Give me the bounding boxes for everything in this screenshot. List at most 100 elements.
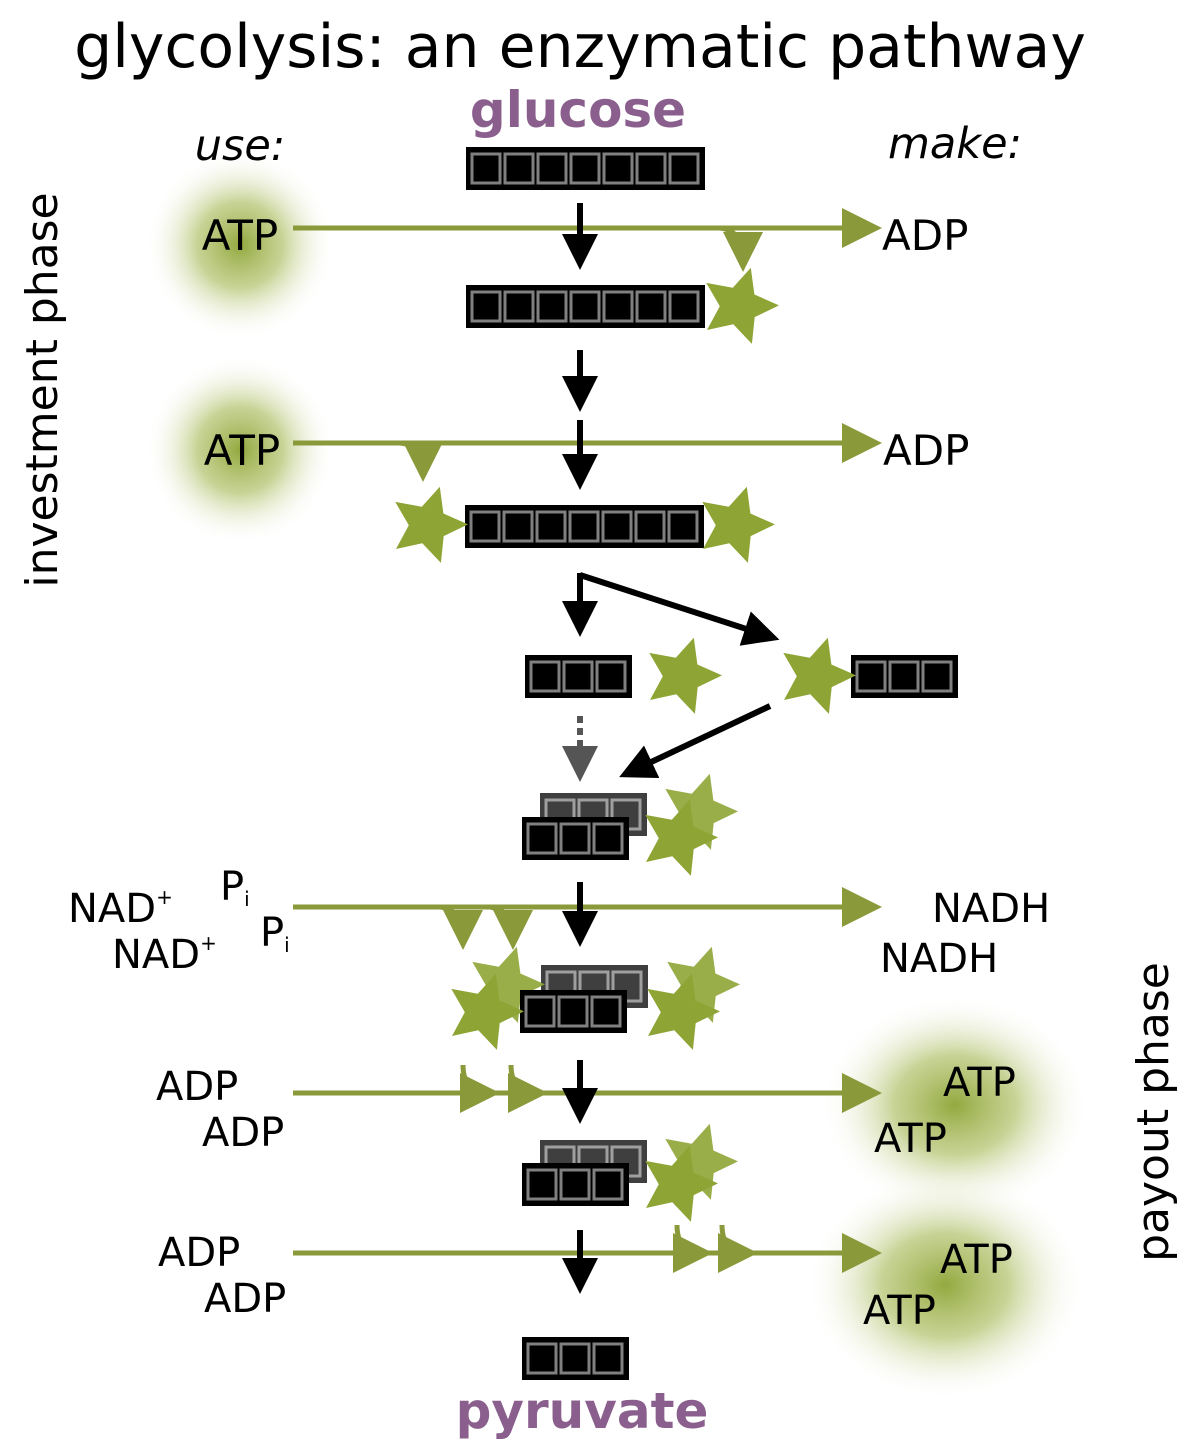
r4-use-adp-a: ADP (156, 1064, 238, 1110)
r3-use-pi-b: Pi (260, 910, 290, 957)
glucose-molecule (466, 147, 705, 190)
phosphate-branch-5a (672, 1224, 713, 1273)
atp-glow-3 (820, 995, 1090, 1215)
page-title: glycolysis: an enzymatic pathway (74, 12, 1086, 82)
carbon-square (526, 1168, 558, 1201)
carbon-square (592, 1168, 624, 1201)
r5-make-atp-b: ATP (863, 1288, 936, 1334)
carbon-square (667, 510, 699, 543)
r3-use-nad-b: NAD+ (112, 931, 217, 978)
phosphate-star-g6p (706, 267, 779, 344)
phosphate-branch-5b (717, 1224, 758, 1273)
phosphate-star-g3p-front (645, 799, 718, 876)
carbon-square (568, 510, 600, 543)
glucose-6-phosphate-molecule (466, 285, 705, 328)
carbon-square (601, 510, 633, 543)
step-arrow-4-right (579, 572, 780, 646)
carbon-square (524, 995, 556, 1028)
r4-use-adp-b: ADP (202, 1110, 284, 1156)
carbon-square (469, 510, 501, 543)
carbon-square (569, 290, 601, 323)
glucose-label: glucose (470, 81, 686, 139)
carbon-square (921, 660, 953, 693)
g3p-molecule (851, 655, 958, 698)
phosphate-star-pep-front (645, 1145, 718, 1222)
carbon-square (855, 660, 887, 693)
phosphate-star-fbp-left (395, 486, 468, 563)
payout-phase-label: payout phase (1128, 962, 1179, 1262)
carbon-square (595, 660, 627, 693)
carbon-square (529, 660, 561, 693)
carbon-square (602, 290, 634, 323)
carbon-square (635, 152, 667, 185)
phosphate-star-fbp-right (702, 486, 775, 563)
phosphate-branch-1 (719, 225, 763, 272)
carbon-square (470, 152, 502, 185)
energy-glows (145, 150, 1090, 1400)
carbon-square (526, 822, 558, 855)
phosphoenolpyruvate-front (522, 1163, 629, 1206)
atp-glow-2 (145, 355, 335, 545)
carbon-square (888, 660, 920, 693)
carbon-square (526, 1342, 558, 1375)
bisphosphoglycerate-front (520, 990, 627, 1033)
investment-phase-label: investment phase (17, 192, 68, 587)
carbon-square (559, 1168, 591, 1201)
carbon-square (592, 1342, 624, 1375)
carbon-square (535, 510, 567, 543)
molecule-layer (395, 147, 958, 1380)
r1-use-atp: ATP (202, 211, 278, 260)
phosphate-star-dhap (649, 637, 722, 714)
r3-make-nadh-a: NADH (932, 886, 1050, 932)
carbon-square (557, 995, 589, 1028)
carbon-square (668, 152, 700, 185)
carbon-square (562, 660, 594, 693)
r1-make-adp: ADP (882, 211, 968, 260)
carbon-square (503, 152, 535, 185)
carbon-square (590, 995, 622, 1028)
phosphate-branch-3b (489, 904, 533, 950)
make-header: make: (888, 119, 1022, 169)
phosphate-branch-3a (439, 904, 483, 950)
carbon-square (502, 510, 534, 543)
r4-make-atp-a: ATP (943, 1060, 1016, 1106)
fructose-bisphosphate-molecule (465, 505, 704, 548)
use-header: use: (195, 121, 286, 171)
carbon-square (635, 290, 667, 323)
r3-use-pi-a: Pi (220, 864, 250, 911)
atp-glow-4 (805, 1170, 1085, 1400)
r4-make-atp-b: ATP (874, 1116, 947, 1162)
atp-glow-1 (145, 150, 335, 340)
g3p-pair-front (522, 817, 629, 860)
r3-make-nadh-b: NADH (880, 936, 998, 982)
carbon-square (592, 822, 624, 855)
reaction-labels: ATP ADP ATP ADP NAD+ NAD+ Pi Pi NADH NAD… (68, 211, 1050, 1334)
phosphate-star-g3p (783, 637, 856, 714)
r5-use-adp-b: ADP (204, 1276, 286, 1322)
carbon-square (536, 290, 568, 323)
carbon-square (559, 822, 591, 855)
phosphate-star-bpg-front-left (451, 973, 524, 1050)
carbon-square (536, 152, 568, 185)
r2-make-adp: ADP (883, 426, 969, 475)
carbon-square (503, 290, 535, 323)
dhap-molecule (525, 655, 632, 698)
r2-use-atp: ATP (204, 426, 280, 475)
phosphate-branch-4b (507, 1064, 548, 1113)
phosphate-branch-2 (399, 440, 443, 482)
pyruvate-molecule (522, 1337, 629, 1380)
carbon-square (634, 510, 666, 543)
r3-use-nad-a: NAD+ (68, 885, 173, 932)
carbon-square (602, 152, 634, 185)
carbon-square (470, 290, 502, 323)
phosphate-star-bpg-front-right (647, 973, 720, 1050)
pyruvate-label: pyruvate (456, 1382, 709, 1440)
carbon-square (569, 152, 601, 185)
carbon-square (668, 290, 700, 323)
step-arrow-merge (619, 703, 772, 779)
r5-make-atp-a: ATP (940, 1237, 1013, 1283)
r5-use-adp-a: ADP (158, 1230, 240, 1276)
pathway-arrows (562, 203, 780, 1294)
phosphate-branch-4a (459, 1064, 500, 1113)
